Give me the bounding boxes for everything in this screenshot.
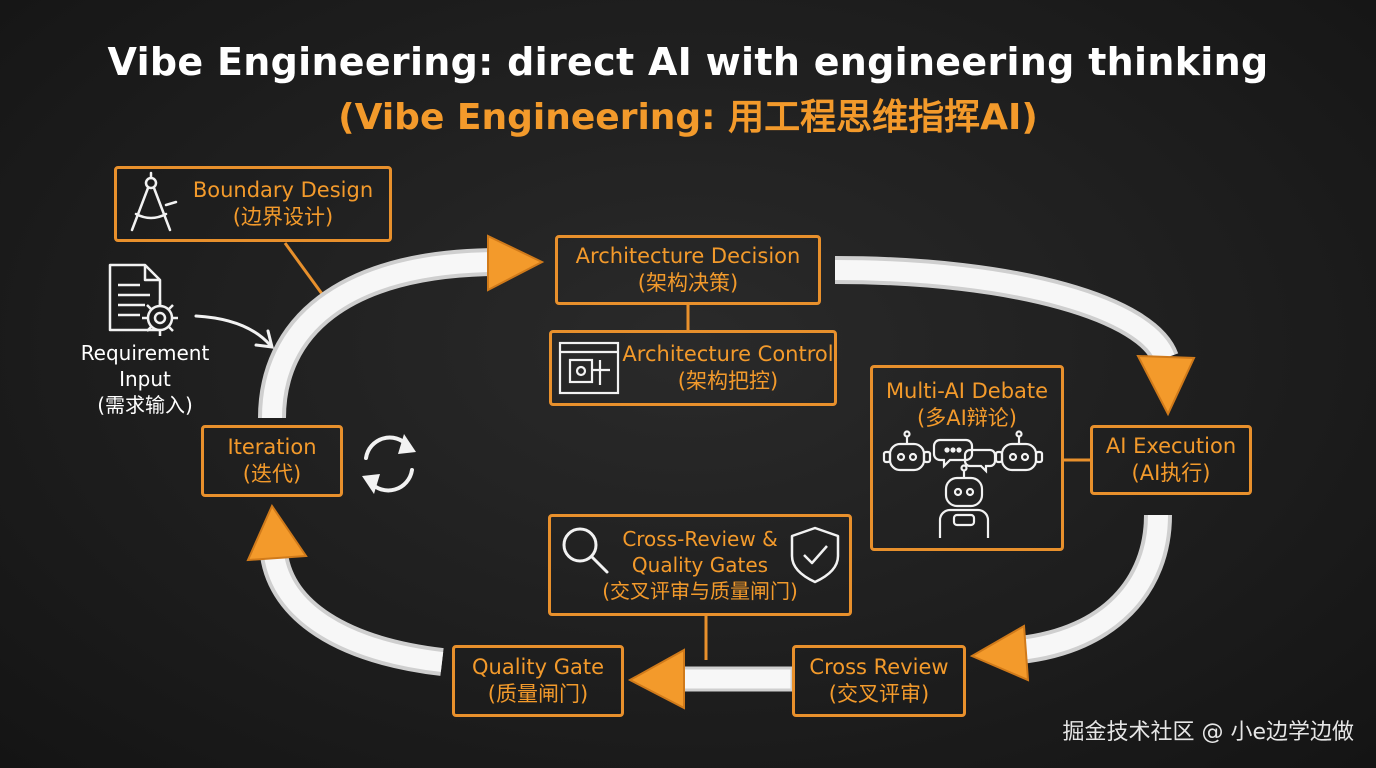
multi-ai-debate-box: Multi-AI Debate (多AI辩论) bbox=[870, 365, 1064, 551]
requirement-input-label: Requirement Input (需求输入) bbox=[60, 340, 230, 418]
cross-review-quality-gates-label-zh: (交叉评审与质量闸门) bbox=[602, 579, 798, 603]
requirement-input-line2: Input bbox=[119, 367, 171, 391]
multi-ai-debate-label-zh: (多AI辩论) bbox=[917, 406, 1017, 430]
boundary-design-box: Boundary Design (边界设计) bbox=[114, 166, 392, 242]
quality-gate-label: Quality Gate bbox=[471, 655, 604, 679]
robots-icon bbox=[882, 430, 1044, 538]
architecture-decision-box: Architecture Decision (架构决策) bbox=[555, 235, 821, 305]
ai-execution-box: AI Execution (AI执行) bbox=[1090, 425, 1252, 495]
blueprint-icon bbox=[558, 341, 620, 395]
iteration-box: Iteration (迭代) bbox=[201, 425, 343, 497]
page-subtitle: (Vibe Engineering: 用工程思维指挥AI) bbox=[338, 97, 1038, 138]
watermark: 掘金技术社区 @ 小e边学边做 bbox=[1062, 720, 1354, 745]
connector-boundary-to-arrow bbox=[283, 242, 327, 299]
requirement-input-line1: Requirement bbox=[80, 341, 210, 365]
cross-review-quality-gates-box: Cross-Review & Quality Gates (交叉评审与质量闸门) bbox=[548, 514, 852, 616]
arrow-crossreview-to-qualitygate bbox=[627, 648, 794, 710]
architecture-control-box: Architecture Control (架构把控) bbox=[549, 330, 837, 406]
page-title: Vibe Engineering: direct AI with enginee… bbox=[107, 40, 1269, 84]
compass-icon bbox=[130, 171, 178, 232]
shield-check-icon bbox=[790, 526, 840, 584]
quality-gate-label-zh: (质量闸门) bbox=[487, 682, 589, 706]
document-gear-icon bbox=[108, 263, 178, 336]
arrow-requirement-input bbox=[194, 314, 274, 349]
architecture-control-label-zh: (架构把控) bbox=[677, 369, 779, 393]
cross-review-box: Cross Review (交叉评审) bbox=[792, 645, 966, 717]
quality-gate-box: Quality Gate (质量闸门) bbox=[452, 645, 624, 717]
cross-review-label: Cross Review bbox=[809, 655, 949, 679]
magnifier-icon bbox=[562, 527, 609, 574]
multi-ai-debate-label: Multi-AI Debate bbox=[885, 379, 1049, 403]
requirement-input-zh: (需求输入) bbox=[97, 393, 193, 417]
architecture-decision-label-zh: (架构决策) bbox=[637, 271, 739, 295]
ai-execution-label: AI Execution bbox=[1105, 434, 1237, 458]
cross-review-quality-gates-label-1: Cross-Review & bbox=[622, 527, 778, 551]
cross-review-quality-gates-label-2: Quality Gates bbox=[631, 553, 769, 577]
iteration-label-zh: (迭代) bbox=[242, 462, 302, 486]
architecture-decision-label: Architecture Decision bbox=[575, 244, 801, 268]
arrow-decision-to-execution bbox=[834, 256, 1196, 417]
cross-review-label-zh: (交叉评审) bbox=[828, 682, 930, 706]
refresh-icon bbox=[362, 434, 416, 494]
boundary-design-label-zh: (边界设计) bbox=[232, 205, 334, 229]
architecture-control-label: Architecture Control bbox=[622, 342, 834, 366]
boundary-design-label: Boundary Design bbox=[192, 178, 374, 202]
ai-execution-label-zh: (AI执行) bbox=[1131, 461, 1211, 485]
iteration-label: Iteration bbox=[227, 435, 317, 459]
arrow-qualitygate-to-iteration bbox=[246, 503, 444, 676]
arrow-iteration-to-decision bbox=[258, 234, 545, 419]
arrow-execution-to-crossreview bbox=[969, 514, 1172, 682]
